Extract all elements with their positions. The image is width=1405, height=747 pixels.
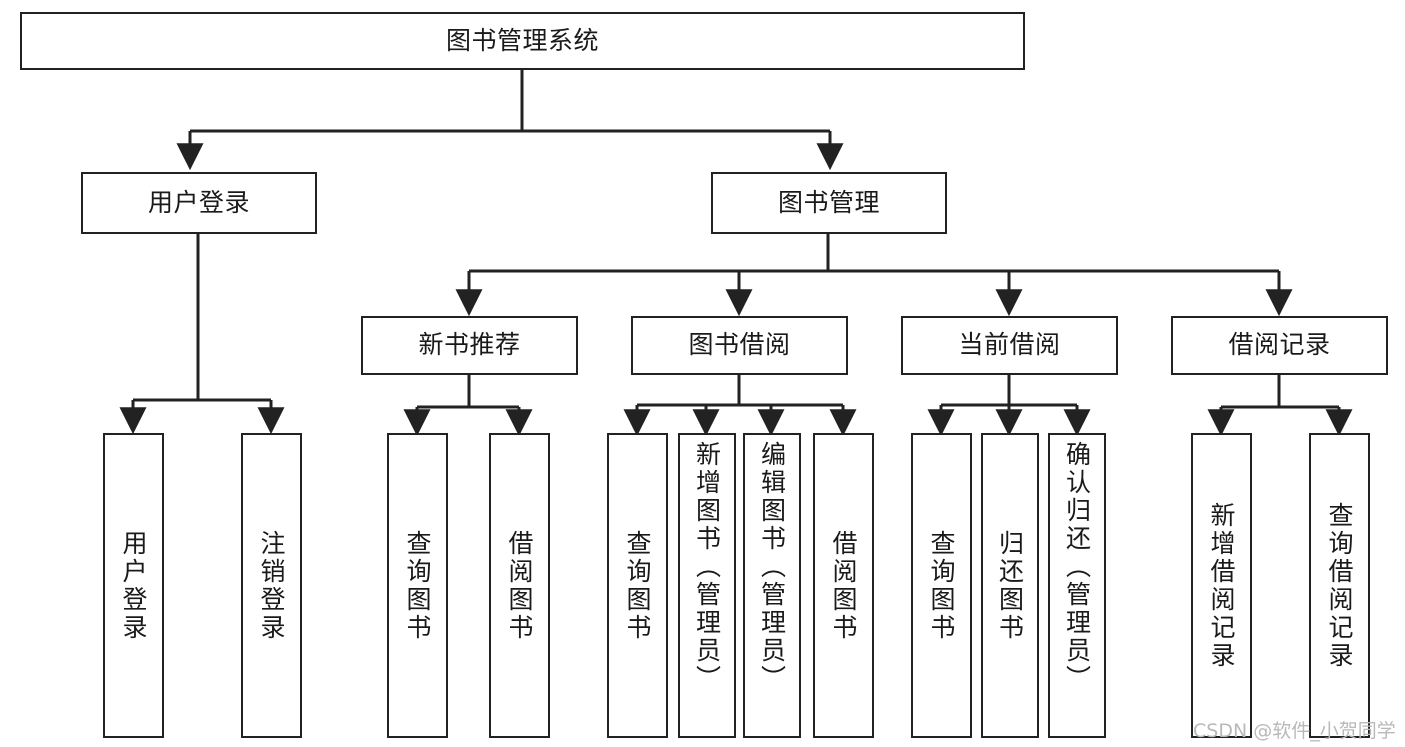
node-label: 用户登录 xyxy=(119,529,148,642)
leaf-record-add-borrow-record[interactable]: 新增借阅记录 xyxy=(1191,433,1252,738)
leaf-current-query-books[interactable]: 查询图书 xyxy=(911,433,972,738)
leaf-borrow-query-books[interactable]: 查询图书 xyxy=(607,433,668,738)
node-label: 查询图书 xyxy=(403,529,432,642)
leaf-borrow-borrow-books[interactable]: 借阅图书 xyxy=(813,433,874,738)
node-book-borrowing[interactable]: 图书借阅 xyxy=(631,316,848,375)
csdn-watermark: CSDN @软件_小贺同学 xyxy=(1193,720,1396,742)
node-root-book-management-system[interactable]: 图书管理系统 xyxy=(20,12,1025,70)
leaf-borrow-edit-book-admin[interactable]: 编辑图书（管理员） xyxy=(743,433,801,738)
node-label: 归还图书 xyxy=(995,529,1025,642)
node-label: 借阅记录 xyxy=(1228,330,1331,360)
node-label: 新增借阅记录 xyxy=(1207,501,1236,670)
node-borrowing-records[interactable]: 借阅记录 xyxy=(1171,316,1388,375)
node-label: 查询图书 xyxy=(623,529,652,642)
node-label: 用户登录 xyxy=(147,187,250,217)
leaf-record-query-borrow-record[interactable]: 查询借阅记录 xyxy=(1309,433,1370,738)
leaf-new-book-borrow-books[interactable]: 借阅图书 xyxy=(489,433,550,738)
node-new-book-recommendation[interactable]: 新书推荐 xyxy=(361,316,578,375)
node-label: 查询图书 xyxy=(927,529,956,642)
node-label: 新增图书（管理员） xyxy=(692,441,722,693)
node-label: 编辑图书（管理员） xyxy=(757,441,787,693)
leaf-new-book-query-books[interactable]: 查询图书 xyxy=(387,433,448,738)
node-current-borrowing[interactable]: 当前借阅 xyxy=(901,316,1118,375)
leaf-user-login-logout[interactable]: 注销登录 xyxy=(241,433,302,738)
node-label: 借阅图书 xyxy=(505,529,534,642)
leaf-borrow-add-book-admin[interactable]: 新增图书（管理员） xyxy=(678,433,736,738)
node-label: 借阅图书 xyxy=(829,529,858,642)
leaf-user-login-login[interactable]: 用户登录 xyxy=(103,433,164,738)
node-label: 新书推荐 xyxy=(418,330,521,360)
node-label: 查询借阅记录 xyxy=(1325,501,1354,670)
node-label: 确认归还（管理员） xyxy=(1062,441,1092,693)
node-book-management[interactable]: 图书管理 xyxy=(711,172,947,234)
node-label: 当前借阅 xyxy=(958,330,1061,360)
node-user-login[interactable]: 用户登录 xyxy=(81,172,317,234)
node-label: 图书管理 xyxy=(777,187,880,217)
leaf-current-return-books[interactable]: 归还图书 xyxy=(981,433,1039,738)
leaf-current-confirm-return-admin[interactable]: 确认归还（管理员） xyxy=(1048,433,1106,738)
node-label: 图书借阅 xyxy=(688,330,791,360)
node-label: 注销登录 xyxy=(257,529,286,642)
node-label: 图书管理系统 xyxy=(445,25,599,55)
